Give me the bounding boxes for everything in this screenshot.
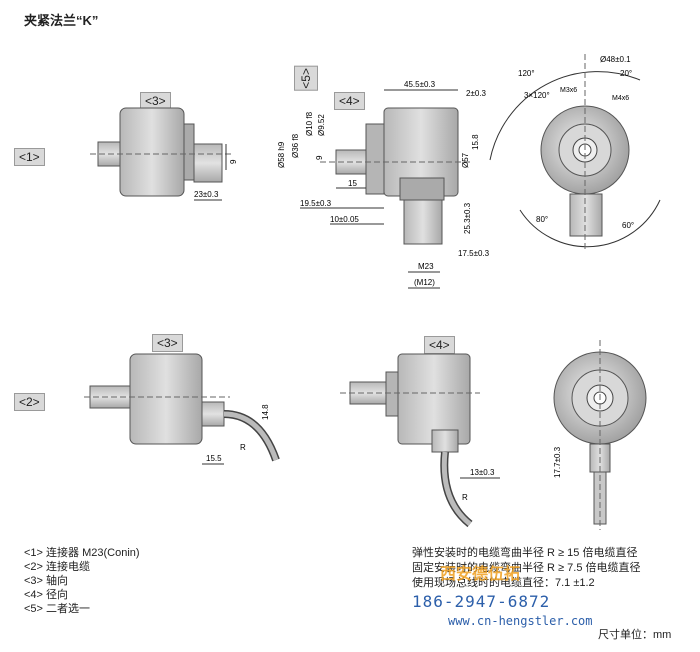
- radius-r2: R: [462, 493, 468, 502]
- dim-25-3: 25.3±0.3: [463, 202, 472, 234]
- legend-item: <3> 轴向: [24, 575, 69, 587]
- encoder-axial-cable: 15.5 14.8 R: [84, 353, 280, 465]
- tag-connector: <1>: [14, 148, 45, 166]
- legend-item: <1> 连接器 M23(Conin): [24, 547, 140, 559]
- cable-notes: 弹性安装时的电缆弯曲半径 R ≥ 15 倍电缆直径 固定安装时的电缆弯曲半径 R…: [412, 546, 641, 591]
- dim-19-5: 19.5±0.3: [300, 199, 332, 208]
- watermark-url: www.cn-hengstler.com: [448, 614, 593, 628]
- note-line: 使用现场总线时的电缆直径：7.1 ±1.2: [412, 577, 595, 589]
- angle-3x120: 3×120°: [524, 91, 550, 100]
- dim-9-top: 9: [229, 159, 238, 164]
- dim-d9-52: Ø9.52: [317, 114, 326, 136]
- encoder-front-view-bottom: 17.7±0.3: [553, 340, 647, 530]
- technical-drawing: 23±0.3 9 45.5±0.3 2±0.3 15.8 Ø57 Ø58 h9 …: [84, 54, 661, 530]
- encoder-radial-cable: 13±0.3 R: [340, 353, 500, 528]
- angle-60: 60°: [622, 221, 634, 230]
- radius-r1: R: [240, 443, 246, 452]
- encoder-front-view-top: Ø48±0.1 20° 120° 3×120° M3x6 M4x6 80° 60…: [489, 54, 661, 250]
- legend: <1> 连接器 M23(Conin) <2> 连接电缆 <3> 轴向 <4> 径…: [24, 546, 140, 616]
- tag-radial-top: <4>: [334, 92, 365, 110]
- dim-14-8: 14.8: [261, 404, 270, 420]
- legend-item: <5> 二者选一: [24, 603, 91, 615]
- encoder-axial-connector: 23±0.3 9: [90, 107, 238, 201]
- angle-120: 120°: [518, 69, 535, 78]
- dim-d58: Ø58 h9: [277, 141, 286, 168]
- unit-label: 尺寸单位：mm: [598, 629, 672, 641]
- dim-m23: M23: [418, 262, 434, 271]
- dim-m12: (M12): [414, 278, 435, 287]
- note-line: 弹性安装时的电缆弯曲半径 R ≥ 15 倍电缆直径: [412, 547, 638, 559]
- dim-9b: 9: [315, 155, 324, 160]
- encoder-radial-connector: 45.5±0.3 2±0.3 15.8 Ø57 Ø58 h9 Ø36 f8 Ø1…: [277, 80, 490, 289]
- watermark-phone: 186-2947-6872: [412, 592, 551, 611]
- dim-phi48: Ø48±0.1: [600, 55, 631, 64]
- dim-d57: Ø57: [461, 152, 470, 168]
- dim-17-7: 17.7±0.3: [553, 446, 562, 478]
- note-line: 固定安装时的电缆弯曲半径 R ≥ 7.5 倍电缆直径: [412, 562, 641, 574]
- thread-m4: M4x6: [612, 95, 629, 102]
- angle-20: 20°: [620, 69, 632, 78]
- dim-23: 23±0.3: [194, 190, 219, 199]
- tag-axial-bottom: <3>: [152, 334, 183, 352]
- dim-15: 15: [348, 179, 357, 188]
- dim-10-05: 10±0.05: [330, 215, 359, 224]
- tag-cable: <2>: [14, 393, 45, 411]
- page-title: 夹紧法兰“K”: [24, 13, 99, 28]
- dim-2: 2±0.3: [466, 89, 487, 98]
- legend-item: <2> 连接电缆: [24, 561, 91, 573]
- dim-d10: Ø10 f8: [305, 111, 314, 136]
- dim-45-5: 45.5±0.3: [404, 80, 436, 89]
- dim-15-5: 15.5: [206, 454, 222, 463]
- tag-radial-bottom: <4>: [424, 336, 455, 354]
- watermark-brand: 西安德伍拓: [440, 566, 521, 583]
- dim-15-8: 15.8: [471, 134, 480, 150]
- thread-m3: M3x6: [560, 87, 577, 94]
- dim-d36: Ø36 f8: [291, 133, 300, 158]
- dim-17-5: 17.5±0.3: [458, 249, 490, 258]
- angle-80: 80°: [536, 215, 548, 224]
- dim-13: 13±0.3: [470, 468, 495, 477]
- legend-item: <4> 径向: [24, 589, 69, 601]
